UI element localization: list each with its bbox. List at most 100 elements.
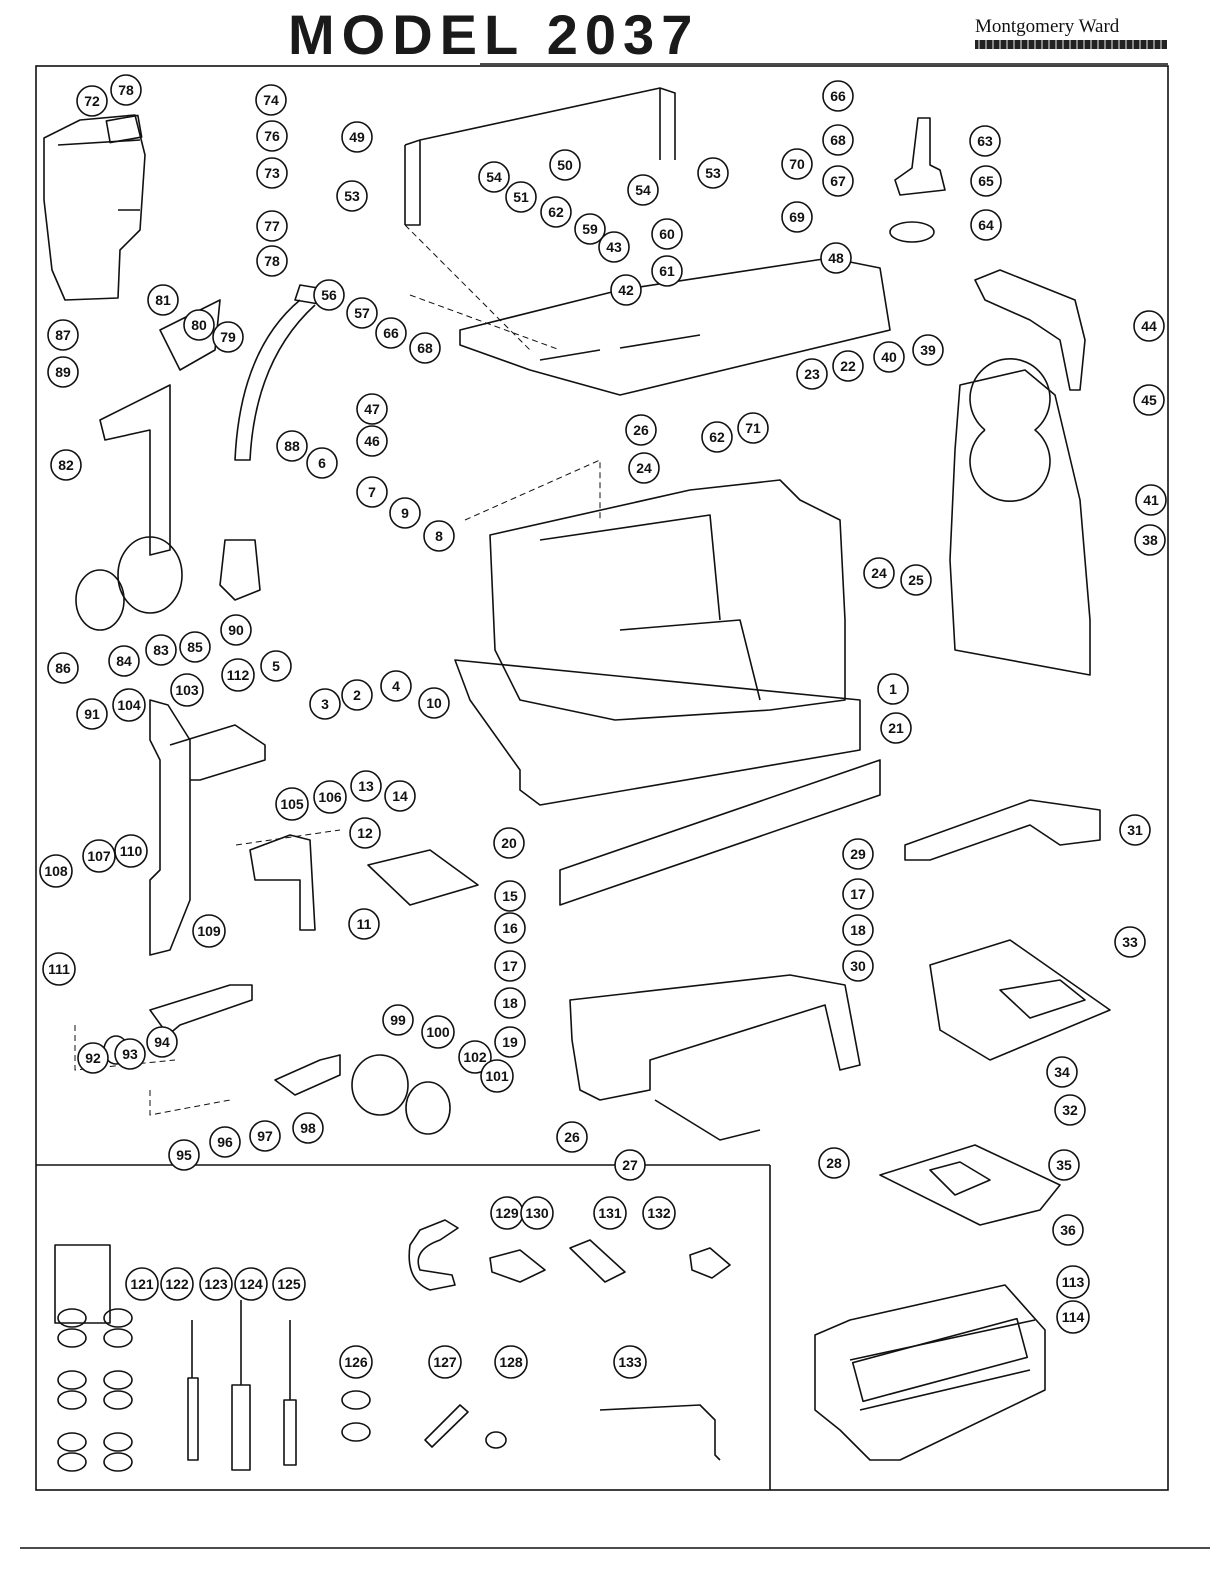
callout-circle	[832, 350, 864, 382]
callout-circle	[556, 1121, 588, 1153]
callout-67: 67	[822, 165, 854, 197]
callout-number: 65	[978, 173, 994, 189]
callout-number: 21	[888, 720, 904, 736]
callout-128: 128	[494, 1345, 528, 1379]
callout-number: 130	[525, 1205, 549, 1221]
callout-98: 98	[292, 1112, 324, 1144]
callout-number: 22	[840, 358, 856, 374]
callout-circle	[651, 218, 683, 250]
callout-40: 40	[873, 341, 905, 373]
callout-number: 54	[635, 182, 651, 198]
spool-pin-screw-part	[424, 1404, 469, 1448]
callout-50: 50	[549, 149, 581, 181]
callout-number: 66	[383, 325, 399, 341]
callout-circle	[220, 614, 252, 646]
callout-circle	[76, 698, 108, 730]
accessory-box-part	[814, 1284, 1046, 1461]
callout-number: 93	[122, 1046, 138, 1062]
callout-circle	[160, 1267, 194, 1301]
callout-number: 46	[364, 433, 380, 449]
callout-circle	[494, 987, 526, 1019]
callout-number: 41	[1143, 492, 1159, 508]
callout-circle	[42, 952, 76, 986]
callout-101: 101	[480, 1059, 514, 1093]
callout-number: 86	[55, 660, 71, 676]
callout-48: 48	[820, 242, 852, 274]
callout-number: 30	[850, 958, 866, 974]
callout-number: 78	[264, 253, 280, 269]
callout-74: 74	[255, 84, 287, 116]
callout-circle	[389, 497, 421, 529]
callout-number: 73	[264, 165, 280, 181]
callout-number: 49	[349, 129, 365, 145]
callout-number: 35	[1056, 1157, 1072, 1173]
callout-circle	[349, 817, 381, 849]
callout-circle	[873, 341, 905, 373]
callout-5: 5	[260, 650, 292, 682]
callout-circle	[1048, 1149, 1080, 1181]
callout-circle	[418, 687, 450, 719]
callout-number: 45	[1141, 392, 1157, 408]
callout-circle	[494, 880, 526, 912]
callout-17: 17	[494, 950, 526, 982]
base-cover-plate-part	[879, 1144, 1061, 1226]
callout-number: 17	[502, 958, 518, 974]
callout-circle	[234, 1267, 268, 1301]
lower-frame-part	[149, 699, 266, 956]
callout-76: 76	[256, 120, 288, 152]
callout-17: 17	[842, 878, 874, 910]
callout-109: 109	[192, 914, 226, 948]
callout-108: 108	[39, 854, 73, 888]
callout-circle	[880, 712, 912, 744]
buttonhole-foot-part	[489, 1249, 546, 1283]
callout-circle	[625, 414, 657, 446]
callout-circle	[494, 912, 526, 944]
callout-number: 10	[426, 695, 442, 711]
callout-number: 87	[55, 327, 71, 343]
callout-47: 47	[356, 393, 388, 425]
callout-number: 59	[582, 221, 598, 237]
callout-13: 13	[350, 770, 382, 802]
callout-44: 44	[1133, 310, 1165, 342]
callout-circle	[356, 476, 388, 508]
callout-number: 70	[789, 156, 805, 172]
callout-circle	[272, 1267, 306, 1301]
callout-45: 45	[1133, 384, 1165, 416]
callout-53: 53	[697, 157, 729, 189]
callout-number: 23	[804, 366, 820, 382]
callout-circle	[260, 650, 292, 682]
callout-circle	[199, 1267, 233, 1301]
callout-68: 68	[822, 124, 854, 156]
callout-circle	[147, 284, 179, 316]
callout-number: 19	[502, 1034, 518, 1050]
callout-circle	[493, 827, 525, 859]
callout-circle	[47, 356, 79, 388]
callout-78: 78	[256, 245, 288, 277]
callout-circle	[1056, 1265, 1090, 1299]
callout-number: 133	[618, 1354, 642, 1370]
callout-circle	[112, 688, 146, 722]
zipper-foot-part	[408, 1219, 459, 1291]
callout-62: 62	[701, 421, 733, 453]
callout-circle	[212, 321, 244, 353]
callout-number: 98	[300, 1120, 316, 1136]
callout-circle	[341, 121, 373, 153]
callout-number: 129	[495, 1205, 519, 1221]
callout-number: 67	[830, 173, 846, 189]
callout-number: 103	[175, 682, 199, 698]
callout-number: 6	[318, 455, 326, 471]
callout-circle	[1046, 1056, 1078, 1088]
callout-number: 121	[130, 1276, 154, 1292]
callout-78: 78	[110, 74, 142, 106]
callout-circle	[110, 74, 142, 106]
callout-number: 68	[830, 132, 846, 148]
callout-number: 63	[977, 133, 993, 149]
callout-circle	[697, 157, 729, 189]
callout-number: 40	[881, 349, 897, 365]
callout-number: 66	[830, 88, 846, 104]
callout-circle	[380, 670, 412, 702]
callout-number: 33	[1122, 934, 1138, 950]
callout-90: 90	[220, 614, 252, 646]
callout-70: 70	[781, 148, 813, 180]
callout-number: 81	[155, 292, 171, 308]
